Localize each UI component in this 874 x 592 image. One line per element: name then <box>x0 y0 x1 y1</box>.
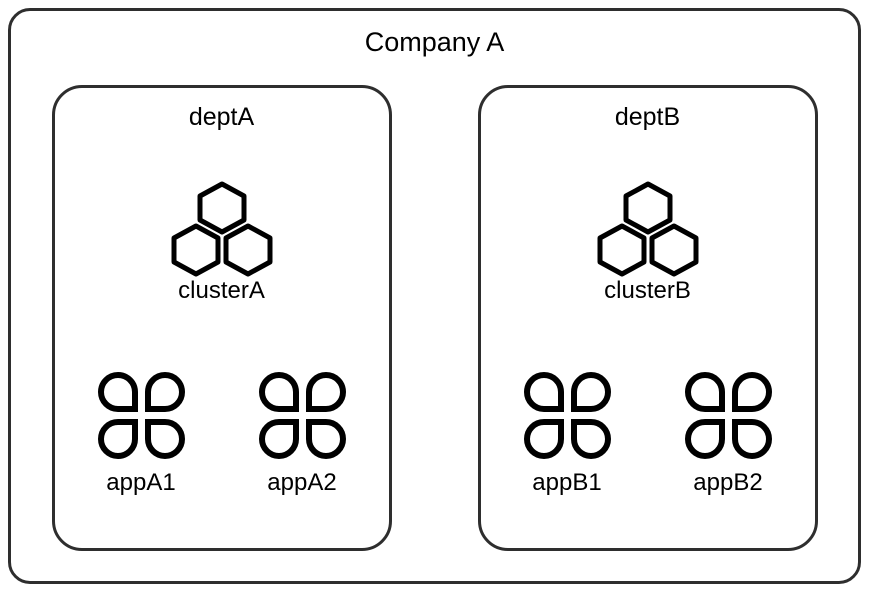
app-label: appA1 <box>106 469 176 496</box>
dept-box-b: deptB clusterB <box>477 85 818 551</box>
cluster-label: clusterA <box>178 277 265 304</box>
petal-shape <box>305 419 346 459</box>
petal-shape <box>144 372 185 412</box>
dept-title-b: deptB <box>614 103 681 131</box>
apps-row-b: appB1 appB2 <box>523 372 772 496</box>
apps-row-a: appA1 appA2 <box>97 372 346 496</box>
app-block: appB2 <box>684 372 772 496</box>
app-block: appA1 <box>97 372 185 496</box>
app-block: appA2 <box>258 372 346 496</box>
app-label: appA2 <box>267 469 337 496</box>
petal-shape <box>258 372 299 412</box>
company-title: Company A <box>364 27 505 57</box>
app-label: appB1 <box>532 469 602 496</box>
petal-shape <box>684 419 725 459</box>
dept-box-a: deptA clusterA <box>51 85 392 551</box>
petal-shape <box>97 419 138 459</box>
petal-shape <box>144 419 185 459</box>
clover-app-icon <box>97 372 185 459</box>
petal-shape <box>731 419 772 459</box>
app-label: appB2 <box>693 469 763 496</box>
app-block: appB1 <box>523 372 611 496</box>
petal-shape <box>731 372 772 412</box>
hexagon-cluster-icon <box>171 181 272 277</box>
petal-shape <box>305 372 346 412</box>
cluster-label: clusterB <box>604 277 691 304</box>
petal-shape <box>97 372 138 412</box>
dept-title-a: deptA <box>188 103 255 131</box>
clover-app-icon <box>684 372 772 459</box>
petal-shape <box>684 372 725 412</box>
petal-shape <box>523 419 564 459</box>
petal-shape <box>570 419 611 459</box>
clover-app-icon <box>523 372 611 459</box>
cluster-block-a: clusterA <box>171 181 273 304</box>
petal-shape <box>258 419 299 459</box>
clover-app-icon <box>258 372 346 459</box>
department-row: deptA clusterA <box>11 85 858 551</box>
cluster-block-b: clusterB <box>597 181 699 304</box>
petal-shape <box>570 372 611 412</box>
company-box: Company A deptA clusterA <box>8 8 861 584</box>
petal-shape <box>523 372 564 412</box>
hexagon-cluster-icon <box>597 181 698 277</box>
